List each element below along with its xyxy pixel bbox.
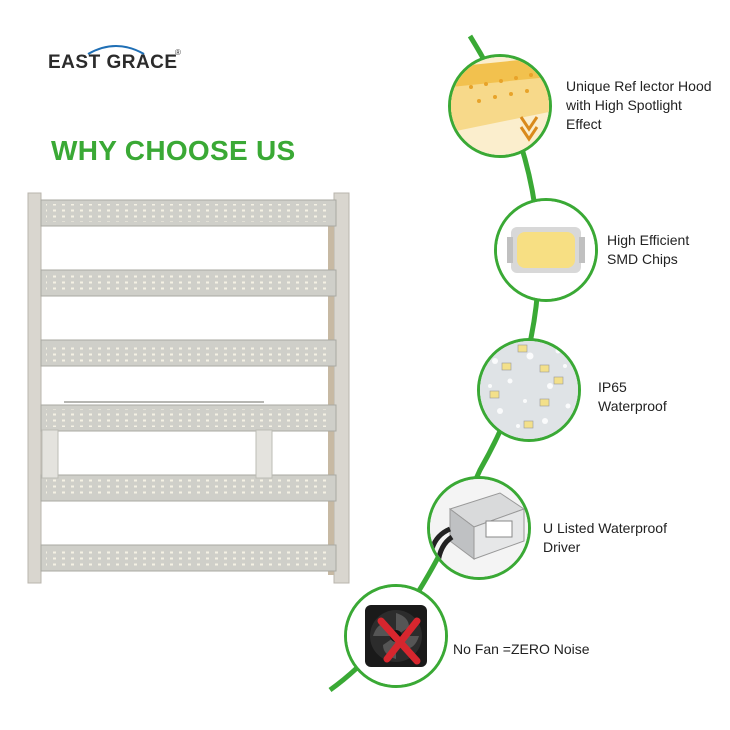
feature-driver-circle <box>427 476 531 580</box>
registered-mark: ® <box>175 48 181 57</box>
driver-box-image <box>430 479 528 577</box>
brand-name: EAST GRACE <box>48 52 178 73</box>
led-bars <box>40 199 337 572</box>
feature-reflector-circle <box>448 54 552 158</box>
smd-chip-image <box>497 201 595 299</box>
reflector-hood-image <box>451 57 549 155</box>
brand-logo: EAST GRACE ® <box>48 45 198 78</box>
feature-smd-label: High Efficient SMD Chips <box>607 232 690 267</box>
feature-nofan-circle <box>344 584 448 688</box>
feature-nofan-label: No Fan =ZERO Noise <box>453 641 590 657</box>
feature-reflector-label: Unique Ref lector Hood with High Spotlig… <box>566 78 712 132</box>
page-title: WHY CHOOSE US <box>51 135 296 166</box>
led-grow-light-image <box>27 192 350 584</box>
feature-ip65-label: IP65 Waterproof <box>598 379 667 414</box>
logo-arc-icon <box>87 45 145 55</box>
feature-ip65-circle <box>477 338 581 442</box>
crossed-fan-icon <box>347 587 445 685</box>
waterdrop-led-image <box>480 341 578 439</box>
feature-driver-label: U Listed Waterproof Driver <box>543 520 667 555</box>
feature-smd-circle <box>494 198 598 302</box>
